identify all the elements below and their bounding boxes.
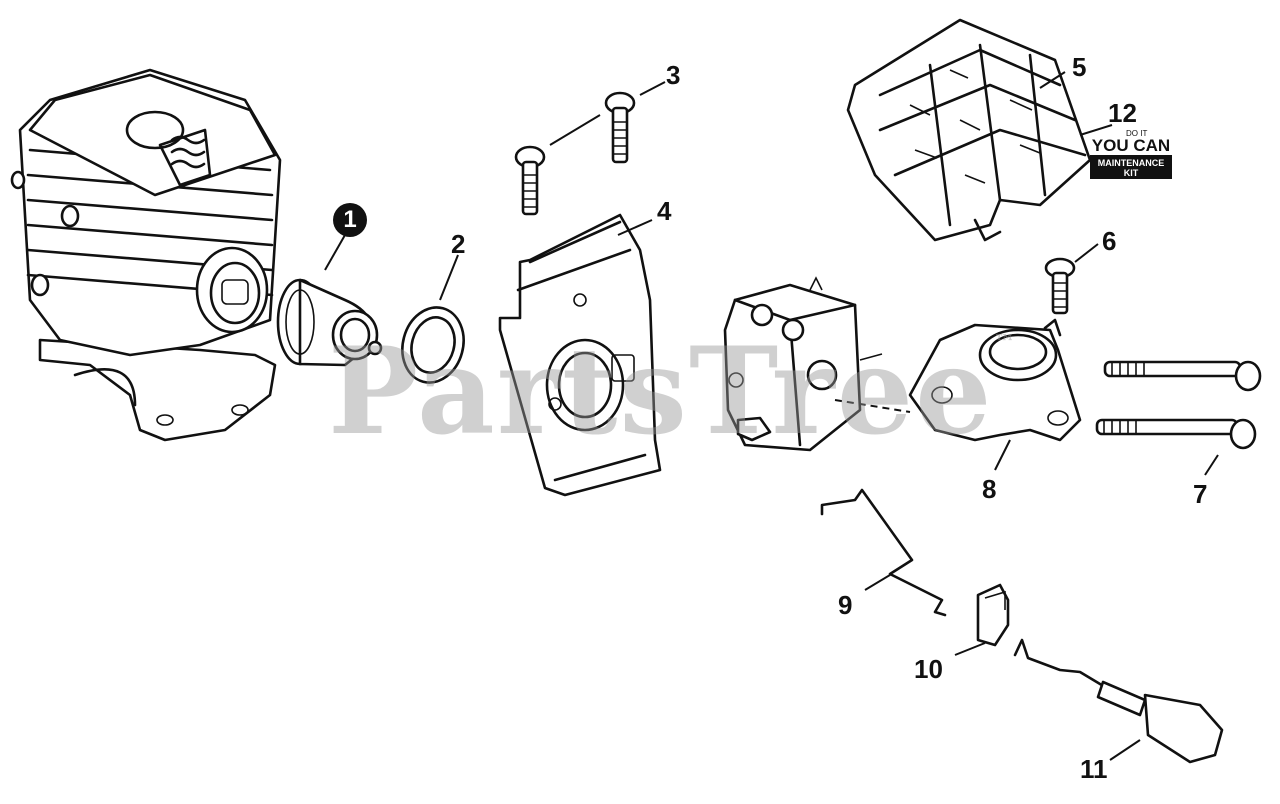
callout-10[interactable]: 10 [914, 654, 943, 684]
carburetor-part[interactable] [723, 276, 883, 452]
badge-subtitle: MAINTENANCE KIT [1090, 155, 1172, 179]
leader-lines [324, 71, 1219, 761]
heat-shield-part-4[interactable] [498, 213, 662, 497]
clip-part-10[interactable] [976, 583, 1010, 647]
callout-7[interactable]: 7 [1193, 479, 1208, 509]
callout-4[interactable]: 4 [657, 196, 672, 226]
callout-11[interactable]: 11 [1080, 754, 1108, 784]
screws-part-3[interactable] [514, 91, 636, 216]
choke-rod-part-9[interactable] [820, 488, 947, 617]
callout-1[interactable]: 1 [333, 203, 367, 237]
ring-part-2[interactable] [394, 301, 472, 390]
callout-5[interactable]: 5 [1072, 52, 1087, 82]
intake-boot-part-1[interactable] [276, 278, 383, 367]
carb-adapter-part-8[interactable] [908, 318, 1082, 442]
badge-superscript: DO IT [1126, 129, 1148, 138]
screw-part-6[interactable] [1044, 257, 1076, 315]
cylinder-part[interactable] [10, 68, 282, 442]
you-can-maintenance-kit-badge: DO IT YOU CAN MAINTENANCE KIT [1090, 129, 1172, 179]
callout-2[interactable]: 2 [451, 229, 466, 259]
callout-8[interactable]: 8 [982, 474, 997, 504]
assembly-line-carb [834, 399, 911, 413]
long-bolts-part-7[interactable] [1095, 360, 1262, 450]
callout-3[interactable]: 3 [666, 60, 681, 90]
watermark: PartsTree™ [328, 321, 1018, 462]
switch-wire-part-11[interactable] [1013, 638, 1224, 764]
callout-9[interactable]: 9 [838, 590, 853, 620]
callout-12[interactable]: 12 [1108, 98, 1137, 128]
callout-6[interactable]: 6 [1102, 226, 1117, 256]
badge-title: YOU CAN [1091, 136, 1171, 155]
air-filter-part-5[interactable] [846, 18, 1092, 242]
